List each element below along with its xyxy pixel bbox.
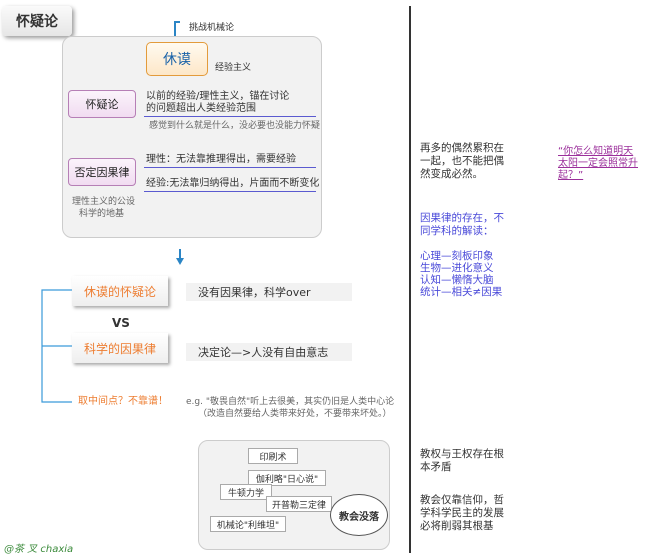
example-line2: （改造自然要给人类带来好处，不要带来坏处。） (198, 409, 392, 419)
quote-line3: 起？” (558, 170, 584, 181)
kepler-item: 开普勒三定律 (266, 496, 332, 512)
skepticism-line1: 以前的经验/理性主义，锚在讨论 (146, 91, 290, 102)
causality-cognition: 认知—懒惰大脑 (420, 274, 494, 286)
coincidence-line2: 一起，也不能把偶 (420, 155, 504, 167)
causality-reason-experience: 经验:无法靠归纳得出，片面而不断变化 (146, 178, 320, 189)
example-line1: e.g. "敬畏自然"听上去很美，其实仍旧是人类中心论 (186, 397, 395, 407)
quote-line1: “你怎么知道明天 (558, 146, 634, 157)
skepticism-box: 怀疑论 (68, 90, 136, 118)
hume-result: 没有因果律，科学over (186, 283, 352, 301)
coincidence-line3: 然变成必然。 (420, 168, 483, 180)
church-decline-circle: 教会没落 (330, 494, 388, 536)
causality-denial-box: 否定因果律 (68, 158, 136, 186)
page-title: 怀疑论 (2, 6, 72, 36)
signature: @茶 叉 chaxia (4, 544, 74, 555)
skepticism-note: 感觉到什么就是什么，没必要也没能力怀疑 (149, 121, 321, 131)
reason1-underline (144, 167, 316, 168)
newton-item: 牛顿力学 (220, 484, 272, 500)
challenge-label: 挑战机械论 (189, 23, 235, 33)
causality-statistics: 统计—相关≠因果 (420, 286, 503, 298)
skepticism-underline (144, 116, 316, 117)
hume-box: 休谟 (146, 42, 208, 76)
middle-ground-label: 取中间点？不靠谱！ (78, 396, 168, 407)
church-faith-line2: 学科学民主的发展 (420, 507, 504, 519)
church-faith-line1: 教会仅靠信仰，哲 (420, 494, 504, 506)
vs-label: VS (112, 316, 130, 330)
arrow-down-icon (176, 249, 184, 265)
quote-line2: 太阳一定会照常升 (558, 158, 638, 169)
causality-reason-rational: 理性：无法靠推理得出，需要经验 (146, 154, 296, 165)
foundation-line1: 理性主义的公设 (72, 197, 136, 207)
causality-psychology: 心理—刻板印象 (420, 250, 494, 262)
coincidence-line1: 再多的偶然累积在 (420, 142, 504, 154)
skepticism-line2: 的问题超出人类经验范围 (146, 103, 256, 114)
galileo-item: 伽利略"日心说" (248, 470, 326, 486)
divider-line (409, 6, 411, 553)
church-faith-line3: 必将削弱其根基 (420, 520, 494, 532)
foundation-line2: 科学的地基 (79, 209, 125, 219)
printing-press-item: 印刷术 (248, 448, 298, 464)
science-result: 决定论—>人没有自由意志 (186, 343, 352, 361)
hume-subtitle: 经验主义 (215, 63, 252, 73)
causality-header-line1: 因果律的存在，不 (420, 212, 504, 224)
church-conflict-line1: 教权与王权存在根 (420, 448, 504, 460)
hume-skepticism-box: 休谟的怀疑论 (72, 276, 168, 306)
mechanism-item: 机械论"利维坦" (210, 516, 286, 532)
causality-header-line2: 同学科的解读： (420, 225, 494, 237)
causality-biology: 生物—进化意义 (420, 262, 494, 274)
science-causality-box: 科学的因果律 (72, 333, 168, 363)
reason2-underline (144, 191, 316, 192)
church-conflict-line2: 本矛盾 (420, 461, 452, 473)
bracket-connector (41, 289, 72, 403)
